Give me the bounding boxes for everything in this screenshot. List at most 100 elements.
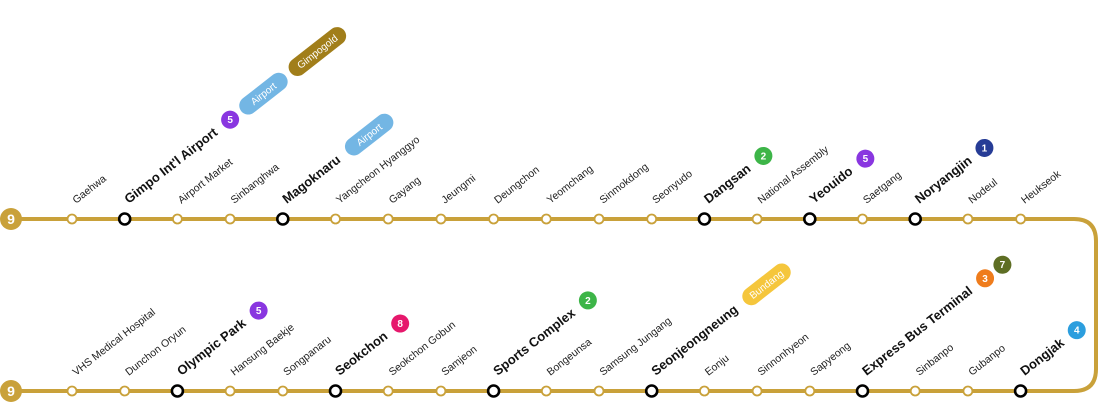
station-heukseok[interactable]: Heukseok [1015, 168, 1064, 225]
station-dangsan[interactable]: Dangsan 2 [697, 143, 776, 226]
station-label-group: Gaehwa [70, 173, 108, 207]
station-samjeon[interactable]: Samjeon [435, 343, 480, 397]
station-airport-market[interactable]: Airport Market [171, 156, 235, 225]
transfer-station-marker[interactable] [486, 384, 501, 398]
station-marker[interactable] [330, 213, 341, 225]
station-gaehwa[interactable]: Gaehwa [66, 173, 109, 225]
station-bongeunsa[interactable]: Bongeunsa [540, 336, 594, 397]
station-deungchon[interactable]: Deungchon [488, 164, 542, 225]
station-name: Dongjak [1017, 334, 1067, 378]
station-marker[interactable] [66, 213, 78, 225]
gimpogold-line-badge [288, 27, 347, 76]
station-name: Seokchon [332, 328, 390, 378]
transfer-station-marker[interactable] [802, 212, 817, 226]
station-marker[interactable] [804, 385, 816, 397]
station-label-group: Songpanaru [281, 334, 334, 379]
station-marker[interactable] [171, 213, 183, 225]
station-marker[interactable] [962, 213, 974, 225]
station-name: Jeungmi [439, 172, 478, 206]
station-marker[interactable] [488, 213, 500, 225]
station-marker[interactable] [224, 213, 236, 225]
station-sinnonhyeon[interactable]: Sinnonhyeon [751, 331, 812, 397]
bundang-line-badge [742, 263, 791, 306]
line-9-badge-label: 9 [7, 383, 15, 399]
station-name: Seonyudo [650, 168, 695, 207]
line-8-badge-label: 8 [397, 319, 403, 330]
station-marker[interactable] [382, 213, 394, 225]
station-gayang[interactable]: Gayang [382, 174, 423, 225]
transfer-station-marker[interactable] [908, 212, 923, 226]
station-marker[interactable] [224, 385, 236, 397]
station-sinmokdong[interactable]: Sinmokdong [593, 161, 651, 225]
station-name: Dangsan [701, 161, 754, 207]
station-label-group: Eonju [703, 352, 732, 378]
station-marker[interactable] [119, 385, 131, 397]
station-marker[interactable] [909, 385, 921, 397]
station-nodeul[interactable]: Nodeul [962, 176, 1000, 225]
station-marker[interactable] [540, 385, 552, 397]
station-sinbanpo[interactable]: Sinbanpo [909, 341, 956, 397]
station-jeungmi[interactable]: Jeungmi [435, 172, 478, 225]
station-name: Deungchon [492, 164, 542, 207]
station-name: Gimpo Int'l Airport [121, 124, 220, 206]
station-marker[interactable] [382, 385, 394, 397]
line-3-badge-label: 3 [982, 274, 988, 285]
line-2-badge-label: 2 [761, 151, 767, 162]
transfer-station-marker[interactable] [170, 384, 185, 398]
station-name: Sinbanpo [914, 341, 956, 378]
station-vhs-medical-hospital[interactable]: VHS Medical Hospital [66, 306, 158, 397]
station-name: VHS Medical Hospital [70, 306, 157, 378]
station-marker[interactable] [751, 213, 763, 225]
line-9-badge [0, 208, 22, 230]
station-noryangjin[interactable]: Noryangjin 1 [908, 135, 997, 226]
station-sinbanghwa[interactable]: Sinbanghwa [224, 161, 282, 225]
station-label-group: Gayang [387, 174, 423, 206]
station-marker[interactable] [593, 385, 605, 397]
station-marker[interactable] [540, 213, 552, 225]
station-name: Noryangjin [912, 153, 975, 207]
station-marker[interactable] [435, 213, 447, 225]
station-marker[interactable] [857, 213, 868, 225]
line-5-badge [856, 149, 875, 168]
station-marker[interactable] [593, 213, 605, 225]
line-5-badge-label: 5 [863, 154, 869, 165]
station-marker[interactable] [751, 385, 763, 397]
transfer-station-marker[interactable] [328, 384, 343, 398]
station-marker[interactable] [1015, 213, 1026, 225]
station-seonyudo[interactable]: Seonyudo [646, 168, 695, 225]
line-4-badge-label: 4 [1074, 326, 1080, 337]
transfer-station-marker[interactable] [697, 212, 712, 226]
transfer-station-marker[interactable] [117, 212, 132, 226]
station-marker[interactable] [646, 213, 658, 225]
station-dongjak[interactable]: Dongjak 4 [1013, 318, 1089, 398]
station-marker[interactable] [66, 385, 78, 397]
station-name: Seonjeongneung [648, 302, 740, 379]
station-saetgang[interactable]: Saetgang [857, 169, 904, 225]
station-name: Gaehwa [70, 173, 108, 207]
line-2-badge [754, 146, 773, 165]
station-songpanaru[interactable]: Songpanaru [277, 334, 334, 397]
transfer-station-marker[interactable] [644, 384, 659, 398]
station-label-group: Sinmokdong [597, 161, 651, 206]
station-gubanpo[interactable]: Gubanpo [962, 342, 1008, 397]
station-marker[interactable] [699, 385, 710, 397]
station-seokchon[interactable]: Seokchon 8 [328, 311, 413, 398]
transfer-station-marker[interactable] [1013, 384, 1028, 398]
station-name: Bongeunsa [545, 336, 594, 378]
station-sapyeong[interactable]: Sapyeong [804, 340, 853, 397]
station-marker[interactable] [962, 385, 974, 397]
line-8-badge [391, 314, 410, 333]
station-name: Nodeul [966, 176, 1000, 206]
line-1-badge-label: 1 [982, 143, 988, 154]
station-label-group: Dongjak 4 [1017, 321, 1086, 378]
station-marker[interactable] [435, 385, 447, 397]
station-marker[interactable] [277, 385, 289, 397]
line-7-badge-label: 7 [1000, 260, 1006, 271]
line-9-track [12, 217, 1098, 393]
station-name: Eonju [703, 352, 732, 378]
transfer-station-marker[interactable] [275, 212, 290, 226]
station-yeomchang[interactable]: Yeomchang [540, 163, 596, 225]
transfer-station-marker[interactable] [855, 384, 870, 398]
station-name: Sapyeong [808, 340, 853, 379]
